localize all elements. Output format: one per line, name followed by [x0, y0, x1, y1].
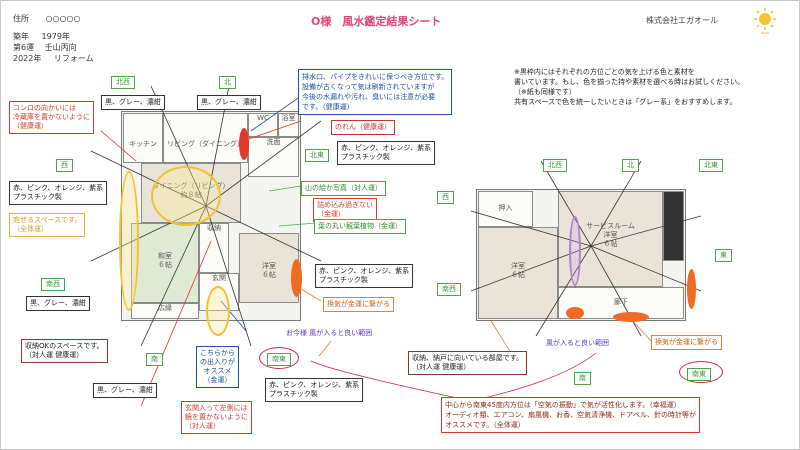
- room-living: リビング（ダイニング）: [163, 113, 248, 163]
- unkun-label: 第6運: [13, 43, 35, 52]
- room-rouka-label: 廊下: [614, 298, 628, 306]
- storage-note: 収納OKのスペースです。 （対人運 健康運）: [21, 339, 108, 363]
- dir-n: 北: [219, 76, 236, 89]
- room-wc: WC: [248, 113, 278, 137]
- storage-room-note: 収納、納戸に向いている部屋です。 （対人運 健康運）: [408, 351, 528, 375]
- unkun-row: 第6運 壬山丙向: [13, 42, 77, 53]
- legend-line-1: ※黒枠内にはそれぞれの方位ごとの気を上げる色と素材を: [514, 68, 695, 76]
- noren-marker: [239, 128, 249, 160]
- room-kitchen-label: キッチン: [129, 140, 157, 148]
- colors-e: 赤、ピンク、オレンジ、紫系 プラスチック製: [315, 264, 414, 288]
- room-washroom-label: 洗面: [266, 138, 281, 146]
- colors-n: 黒、グレー、濃紺: [197, 95, 261, 110]
- room-hiroen-label: 広縁: [158, 304, 172, 312]
- se-highlight-ring-2f: [679, 361, 723, 383]
- vent-note-1f: 換気が金運に繋がる: [323, 297, 394, 312]
- dir-2f-e: 東: [715, 249, 732, 262]
- dir-ne: 北東: [305, 149, 329, 162]
- entrance-best-note: こちらから の出入りが オススメ （金運）: [196, 346, 239, 388]
- dir-2f-sw: 南西: [437, 283, 461, 296]
- dir-2f-ne: 北東: [699, 159, 723, 172]
- built-year-label: 築年: [13, 32, 29, 41]
- stove-note: コンロの向かいには 冷蔵庫を置かないように （健康運）: [9, 101, 94, 134]
- legend-note: ※黒枠内にはそれぞれの方位ごとの気を上げる色と素材を 書いています。もし、色を揃…: [514, 67, 744, 107]
- space-note: 宛ぜるスペースです。 （全体運）: [9, 213, 86, 237]
- built-year-row: 築年 1979年: [13, 31, 70, 42]
- se-highlight-ring: [259, 347, 299, 369]
- address-label: 住所: [13, 14, 29, 23]
- colors-s: 黒、グレー、濃紺: [93, 383, 157, 398]
- no-overfill-note: 詰め込み過ぎない （金運）: [313, 198, 377, 222]
- room-wc-label: WC: [257, 114, 269, 122]
- highlight-genkan: [206, 286, 230, 336]
- dir-w: 西: [56, 159, 73, 172]
- address-row: 住所 ○○○○○: [13, 13, 80, 24]
- highlight-2f-service: [569, 216, 581, 286]
- room-2f-youshitsu-label: 洋室 ６帖: [511, 262, 525, 279]
- water-note: 排水口、パイプをきれいに保つべき方位です。 設備が古くなって気は刷新されています…: [298, 69, 453, 115]
- room-service-label: サービスルーム 洋室 ６帖: [586, 222, 635, 248]
- room-youshitsu: 洋室 ６帖: [239, 233, 299, 303]
- highlight-west-strip: [119, 171, 139, 311]
- colors-sw: 黒、グレー、濃紺: [26, 296, 90, 311]
- dir-2f-w: 西: [437, 191, 454, 204]
- dir-s: 南: [146, 353, 163, 366]
- room-kitchen: キッチン: [123, 113, 163, 163]
- unkun-value: 壬山丙向: [44, 43, 77, 52]
- entrance-mirror-note: 玄関入って左側には 鏡を置かないように （対人運）: [181, 401, 252, 434]
- dir-se: 南東: [267, 353, 291, 366]
- company-name: 株式会社エガオール: [646, 16, 718, 25]
- mountain-note: 山の絵か写真（対人運）: [301, 181, 386, 196]
- legend-line-3: （※紙も同様です）: [514, 88, 576, 96]
- dir-2f-nw: 北西: [543, 159, 567, 172]
- legend-line-2: 書いています。もし、色を揃った持や素材を選べる時はお試しください。: [514, 78, 745, 86]
- room-hiroen: 広縁: [131, 303, 199, 319]
- room-genkan-label: 玄関: [212, 274, 226, 282]
- plant-note: 葉の丸い観葉植物（金運）: [314, 219, 406, 234]
- vent-marker-2f-c: [687, 269, 696, 309]
- reform-label: リフォーム: [53, 54, 94, 63]
- legend-line-4: 共有スペースで色を統一したいときは「グレー系」をおすすめします。: [514, 98, 737, 106]
- vent-marker-1f: [291, 259, 302, 297]
- room-storage-label: 収納: [207, 224, 221, 232]
- wind-range-note-2f: 風が入ると良い範囲: [546, 339, 609, 347]
- room-youshitsu-label: 洋室 ６帖: [262, 262, 276, 279]
- vent-note-2f: 換気が金運に繋がる: [651, 335, 722, 350]
- dir-nw: 北西: [111, 76, 135, 89]
- room-washitsu-label: 和室 ６帖: [158, 252, 172, 269]
- south-east-note: 中心から南東45度内方位は「空気の振動」で気が活性化します。（幸福運） オーディ…: [441, 397, 700, 433]
- reform-row: 2022年 リフォーム: [13, 53, 94, 64]
- reform-year: 2022年: [13, 54, 42, 63]
- address-value: ○○○○○: [45, 14, 81, 23]
- wind-range-note: お今様 風が入ると良い範囲: [286, 329, 373, 337]
- room-washroom: 洗面: [248, 137, 299, 177]
- vent-marker-2f-a: [566, 307, 584, 319]
- room-living-label: リビング（ダイニング）: [167, 140, 244, 148]
- colors-se: 赤、ピンク、オレンジ、紫系 プラスチック製: [265, 378, 364, 402]
- highlight-dining-space: [151, 166, 221, 226]
- dir-sw: 南西: [41, 278, 65, 291]
- room-bath-label: 浴室: [281, 114, 296, 122]
- page-title: O様 風水鑑定結果シート: [311, 15, 442, 28]
- room-oshiire-label: 押入: [498, 204, 513, 212]
- noren-note: のれん（健康運）: [331, 120, 395, 135]
- colors-ne: 赤、ピンク、オレンジ、紫系 プラスチック製: [337, 141, 436, 165]
- svg-text:EGAO: EGAO: [761, 31, 770, 35]
- dir-2f-se: 南東: [687, 368, 711, 381]
- built-year-value: 1979年: [41, 32, 70, 41]
- dir-2f-s: 南: [574, 372, 591, 385]
- sun-logo-icon: EGAO: [751, 7, 779, 35]
- dir-2f-n: 北: [622, 159, 639, 172]
- vent-marker-2f-b: [613, 312, 649, 322]
- colors-nw: 黒、グレー、濃紺: [101, 95, 165, 110]
- colors-w: 赤、ピンク、オレンジ、紫系 プラスチック製: [9, 181, 108, 205]
